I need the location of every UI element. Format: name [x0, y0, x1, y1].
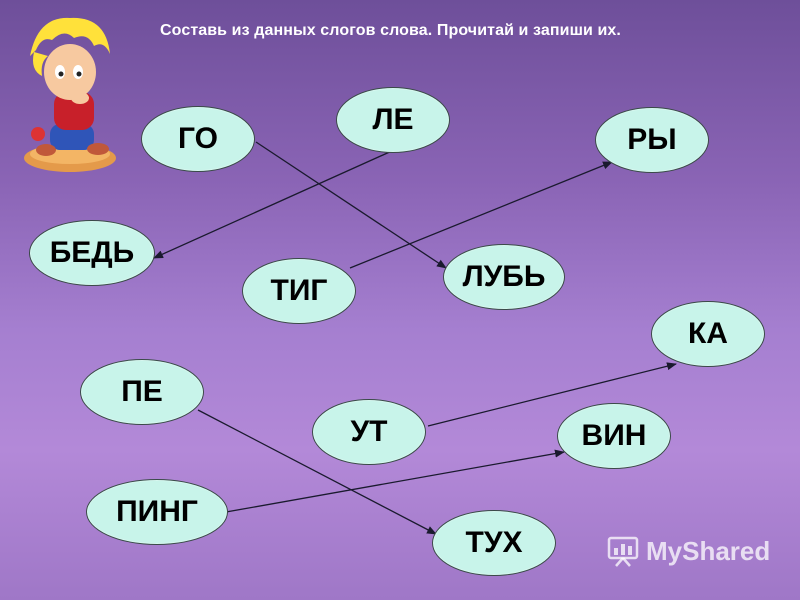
arrow-ping-to-vin: [225, 449, 565, 513]
arrow-go-to-lyub: [255, 141, 447, 269]
arrow-tig-to-ry: [349, 161, 613, 269]
syllable-go[interactable]: ГО: [141, 106, 255, 172]
syllable-ka[interactable]: КА: [651, 301, 765, 367]
watermark: MyShared: [606, 534, 770, 568]
syllable-tig[interactable]: ТИГ: [242, 258, 356, 324]
syllable-ut[interactable]: УТ: [312, 399, 426, 465]
watermark-text: MyShared: [646, 535, 771, 566]
arrow-ut-to-ka: [427, 362, 677, 427]
syllable-bed[interactable]: БЕДЬ: [29, 220, 155, 286]
syllable-le[interactable]: ЛЕ: [336, 87, 450, 153]
syllable-tukh[interactable]: ТУХ: [432, 510, 556, 576]
cartoon-boy-image: [24, 17, 116, 172]
arrow-le-to-bed: [153, 149, 395, 259]
arrow-pe-to-tukh: [197, 409, 437, 535]
instruction-text: Составь из данных слогов слова. Прочитай…: [160, 22, 621, 39]
presentation-board-icon: [607, 536, 639, 567]
syllable-ping[interactable]: ПИНГ: [86, 479, 228, 545]
syllable-vin[interactable]: ВИН: [557, 403, 671, 469]
syllable-pe[interactable]: ПЕ: [80, 359, 204, 425]
syllable-ry[interactable]: РЫ: [595, 107, 709, 173]
syllable-lyub[interactable]: ЛУБЬ: [443, 244, 565, 310]
